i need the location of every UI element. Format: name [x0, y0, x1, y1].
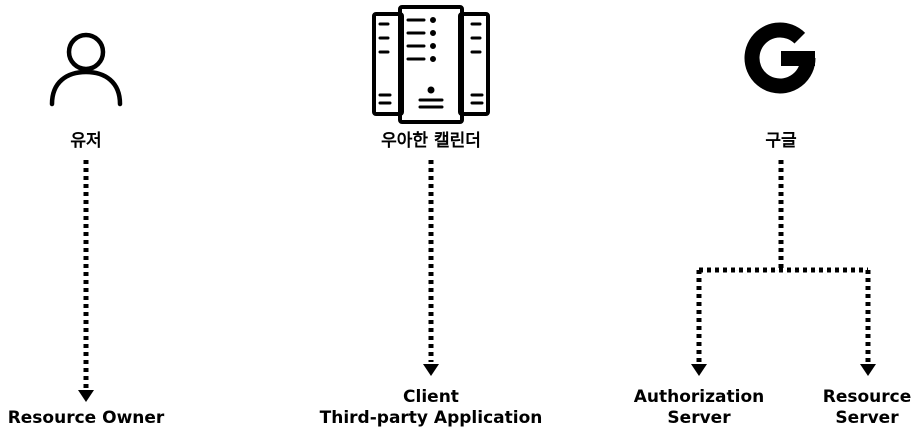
client-label: Client: [403, 387, 459, 407]
client-title: 우아한 캘린더: [381, 131, 481, 151]
arrowheads: [78, 364, 876, 402]
third-party-label: Third-party Application: [319, 408, 543, 428]
authorization-label: Authorization: [633, 387, 765, 407]
arrowhead-client: [423, 364, 439, 376]
connector-lines: [83, 160, 871, 388]
google-g-bar: [781, 51, 815, 66]
arrowhead-resource: [860, 364, 876, 376]
resource-label: Resource: [822, 387, 912, 407]
arrowhead-owner: [78, 390, 94, 402]
server-icon: [372, 5, 490, 124]
user-icon: [49, 32, 123, 107]
resource-server-label: Server: [835, 408, 899, 428]
resource-owner-label: Resource Owner: [7, 408, 165, 428]
google-g-icon: [744, 22, 816, 94]
arrowhead-auth: [691, 364, 707, 376]
authorization-server-label: Server: [667, 408, 731, 428]
google-title: 구글: [765, 131, 797, 151]
user-title: 유저: [70, 131, 102, 151]
